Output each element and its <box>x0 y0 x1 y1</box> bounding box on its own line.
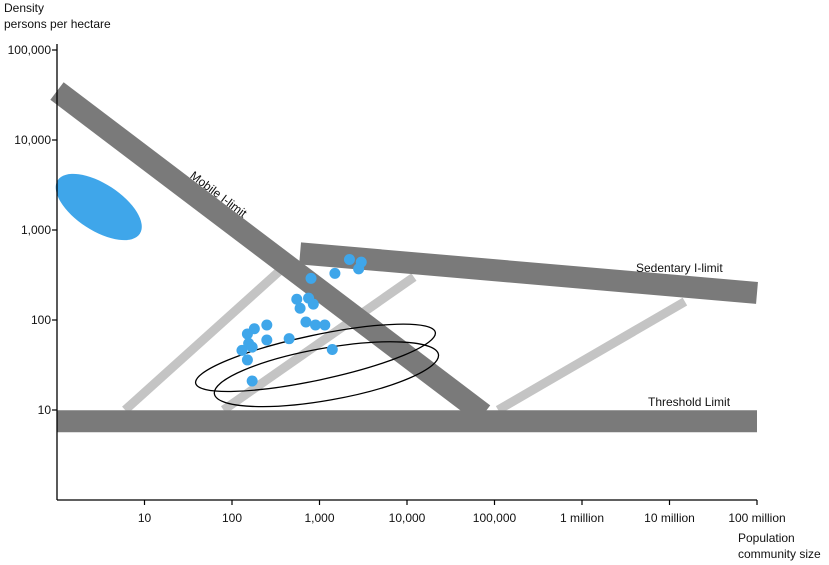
x-tick-label: 100,000 <box>473 511 517 525</box>
data-point <box>326 344 338 356</box>
data-point <box>300 316 312 328</box>
data-point <box>246 375 258 387</box>
data-point <box>294 302 306 314</box>
x-axis-title-line2: community size <box>738 547 821 561</box>
data-point <box>305 272 317 284</box>
data-point <box>291 293 303 305</box>
y-tick-label: 1,000 <box>21 223 51 237</box>
data-point <box>343 254 355 266</box>
y-tick-label: 100 <box>31 313 51 327</box>
x-tick-label: 10 <box>138 511 152 525</box>
y-tick-label: 10,000 <box>14 133 51 147</box>
outline-ellipse-2 <box>213 341 440 408</box>
data-point <box>307 298 319 310</box>
x-tick-label: 1 million <box>560 511 604 525</box>
band-sedentary-limit <box>299 242 758 304</box>
y-axis-title-line2: persons per hectare <box>4 17 111 31</box>
y-tick-label: 100,000 <box>8 43 52 57</box>
x-tick-label: 1,000 <box>304 511 334 525</box>
band-label-threshold-limit: Threshold Limit <box>648 395 731 409</box>
filled-cluster-ellipse <box>55 173 142 241</box>
band-mobile-limit <box>50 82 491 423</box>
outline-ellipse-1 <box>194 323 437 393</box>
x-tick-label: 10 million <box>644 511 695 525</box>
points-layer <box>55 173 440 408</box>
data-point <box>261 319 273 331</box>
ticks-layer: 10 100 1,000 10,000 100,000 1 million 10 milli… <box>8 43 786 525</box>
band-label-sedentary-limit: Sedentary I-limit <box>636 261 723 275</box>
bands-layer <box>50 82 758 433</box>
data-point <box>261 334 273 346</box>
data-point <box>353 263 365 275</box>
data-point <box>309 319 321 331</box>
data-point <box>246 341 258 353</box>
connector-band-2 <box>220 273 417 414</box>
x-tick-label: 10,000 <box>389 511 426 525</box>
data-point <box>283 333 295 345</box>
y-tick-label: 10 <box>38 403 52 417</box>
y-axis-title-line1: Density <box>4 1 44 15</box>
connector-band-1 <box>122 255 297 414</box>
data-point <box>236 344 248 356</box>
connector-band-3 <box>495 297 688 414</box>
data-point <box>241 354 253 366</box>
data-point <box>241 328 253 340</box>
x-tick-label: 100 <box>222 511 242 525</box>
x-tick-label: 100 million <box>728 511 785 525</box>
data-point <box>329 267 341 279</box>
x-axis-title-line1: Population <box>738 531 795 545</box>
data-point <box>319 319 331 331</box>
